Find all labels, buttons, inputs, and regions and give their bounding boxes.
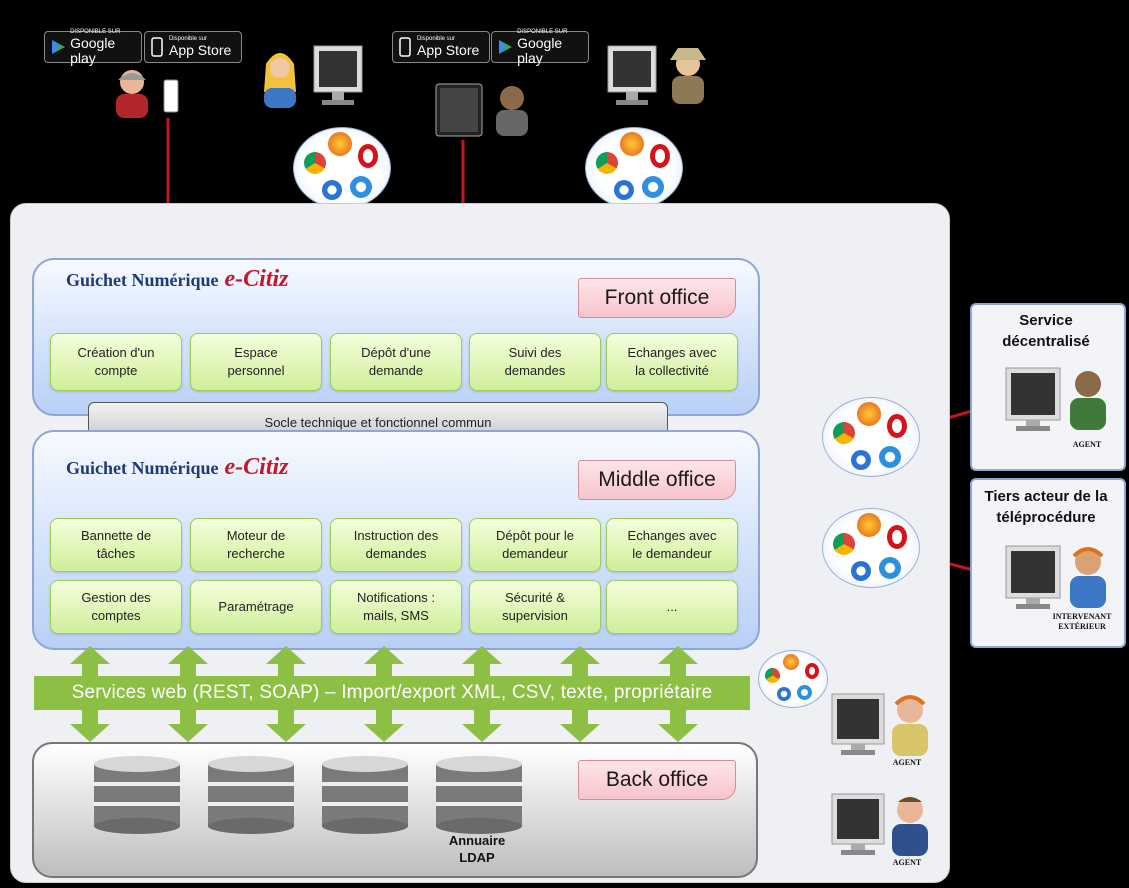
- tiers-acteur-title: Tiers acteur de la téléprocédure: [984, 488, 1108, 526]
- ie-icon: [797, 685, 812, 700]
- database-icon-1: [94, 756, 180, 834]
- ie-icon: [642, 176, 664, 198]
- agent-2-label: AGENT: [892, 858, 922, 867]
- opera-icon: [887, 525, 907, 549]
- google-play-icon: [52, 40, 65, 54]
- middle-office-title-text: Guichet Numérique: [66, 458, 219, 478]
- browser-cluster-4: [822, 508, 920, 588]
- service-decentralise-title: Service décentralisé: [1002, 312, 1090, 350]
- front-office-banner: Front office: [578, 278, 736, 318]
- opera-icon: [887, 414, 907, 438]
- module-instruction-demandes[interactable]: Instruction des demandes: [330, 518, 462, 572]
- opera-icon: [650, 144, 670, 168]
- ie-icon: [350, 176, 372, 198]
- browser-cluster-2: [585, 127, 683, 209]
- google-small-label: DISPONIBLE SUR: [517, 28, 568, 35]
- browser-cluster-3: [822, 397, 920, 477]
- google-small-label: DISPONIBLE SUR: [70, 28, 121, 35]
- middle-office-banner: Middle office: [578, 460, 736, 500]
- firefox-icon: [328, 132, 352, 156]
- opera-icon: [805, 663, 819, 679]
- database-icons: [94, 756, 522, 834]
- apple-icon: [151, 37, 163, 57]
- agent-computer-icon-2: [831, 693, 928, 756]
- safari-icon: [851, 450, 871, 470]
- apple-small-label: Disponible sur: [417, 36, 456, 42]
- google-play-icon: [499, 40, 512, 54]
- middle-office-brand: e-Citiz: [224, 454, 289, 480]
- module-bannette-taches[interactable]: Bannette de tâches: [50, 518, 182, 572]
- module-creation-compte[interactable]: Création d'un compte: [50, 333, 182, 391]
- database-icon-3: [322, 756, 408, 834]
- module-gestion-comptes[interactable]: Gestion des comptes: [50, 580, 182, 634]
- services-web-bar: Services web (REST, SOAP) – Import/expor…: [34, 676, 750, 710]
- opera-icon: [358, 144, 378, 168]
- safari-icon: [614, 180, 634, 200]
- database-icon-2: [208, 756, 294, 834]
- module-parametrage[interactable]: Paramétrage: [190, 580, 322, 634]
- google-big-label: Google play: [517, 34, 563, 66]
- ie-icon: [879, 446, 901, 468]
- intervenant-computer-icon: [1005, 545, 1106, 609]
- firefox-icon: [857, 402, 881, 426]
- decentralise-role: AGENT: [1072, 440, 1102, 449]
- safari-icon: [777, 687, 791, 701]
- module-securite-supervision[interactable]: Sécurité & supervision: [469, 580, 601, 634]
- google-big-label: Google play: [70, 34, 116, 66]
- module-notifications[interactable]: Notifications : mails, SMS: [330, 580, 462, 634]
- ie-icon: [879, 557, 901, 579]
- database-icon-ldap: [436, 756, 522, 834]
- agent-1-label: AGENT: [892, 758, 922, 767]
- chrome-icon: [833, 533, 855, 555]
- apple-small-label: Disponible sur: [169, 36, 208, 42]
- agent-computer-icon-1: [1005, 367, 1106, 431]
- module-echanges-collectivite[interactable]: Echanges avec la collectivité: [606, 333, 738, 391]
- chrome-icon: [765, 668, 780, 683]
- back-office-banner: Back office: [578, 760, 736, 800]
- agent-computer-icon-3: [831, 793, 928, 856]
- chrome-icon: [833, 422, 855, 444]
- module-depot-demande[interactable]: Dépôt d'une demande: [330, 333, 462, 391]
- module-espace-personnel[interactable]: Espace personnel: [190, 333, 322, 391]
- safari-icon: [322, 180, 342, 200]
- front-office-brand: e-Citiz: [224, 266, 289, 292]
- user-tablet-icon: [435, 83, 528, 137]
- user-desktop-hat-icon: [607, 45, 706, 105]
- browser-cluster-5: [758, 650, 828, 708]
- ldap-label: Annuaire LDAP: [448, 833, 506, 865]
- front-office-title-text: Guichet Numérique: [66, 270, 219, 290]
- user-mobile-icon: [116, 70, 179, 118]
- module-more[interactable]: ...: [606, 580, 738, 634]
- apple-big-label: App Store: [417, 42, 480, 58]
- tiers-role: INTERVENANT EXTÉRIEUR: [1052, 612, 1112, 631]
- module-depot-demandeur[interactable]: Dépôt pour le demandeur: [469, 518, 601, 572]
- apple-icon: [399, 37, 411, 57]
- firefox-icon: [783, 654, 799, 670]
- chrome-icon: [304, 152, 326, 174]
- apple-big-label: App Store: [169, 42, 232, 58]
- firefox-icon: [857, 513, 881, 537]
- browser-cluster-1: [293, 127, 391, 209]
- firefox-icon: [620, 132, 644, 156]
- user-desktop-woman-icon: [264, 45, 363, 108]
- chrome-icon: [596, 152, 618, 174]
- module-moteur-recherche[interactable]: Moteur de recherche: [190, 518, 322, 572]
- module-suivi-demandes[interactable]: Suivi des demandes: [469, 333, 601, 391]
- safari-icon: [851, 561, 871, 581]
- module-echanges-demandeur[interactable]: Echanges avec le demandeur: [606, 518, 738, 572]
